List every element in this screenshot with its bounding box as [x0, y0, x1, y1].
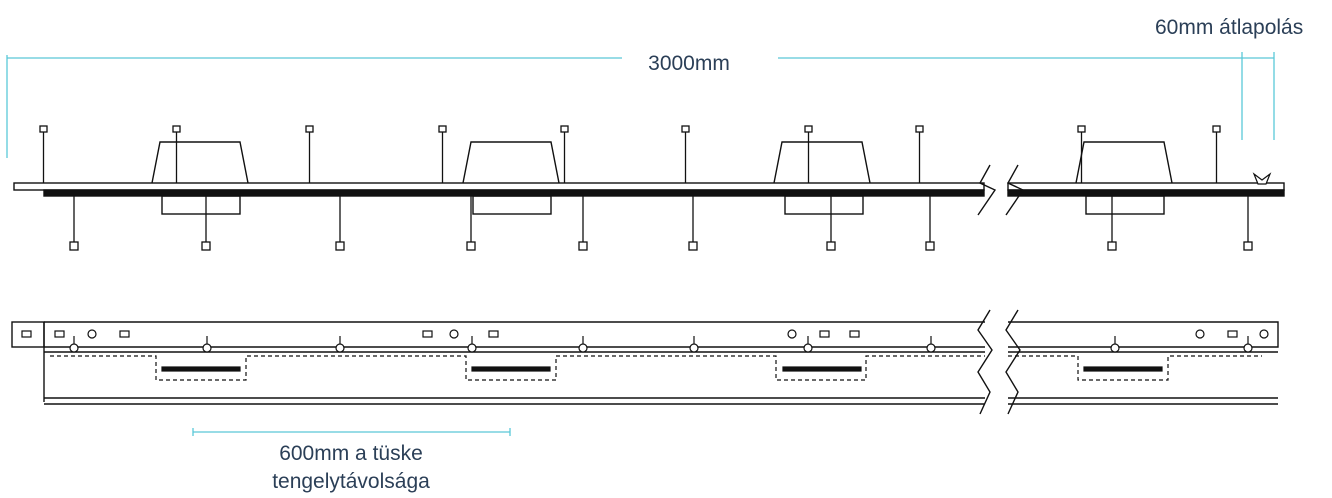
- overall-length-label-row: 3000mm: [0, 52, 1332, 76]
- pin-spacing-label: 600mm a tüske tengelytávolsága: [193, 440, 509, 496]
- side-view-rail: [13, 164, 1285, 216]
- plan-view-slots: [161, 366, 1163, 372]
- side-view-blocks: [151, 141, 1173, 215]
- side-view-lower-bolts: [69, 196, 1253, 251]
- plan-view-dashed-outline: [50, 355, 1262, 381]
- dimension-lines: [6, 52, 1275, 436]
- plan-view-holes: [21, 329, 1269, 339]
- wing-nut-icon: [1252, 172, 1272, 185]
- overlap-label: 60mm átlapolás: [1155, 16, 1304, 39]
- pin-spacing-label-line2: tengelytávolsága: [272, 470, 430, 493]
- side-view-upper-bolts: [39, 125, 1221, 183]
- plan-view-plate: [11, 309, 1279, 415]
- plan-view-pins: [69, 336, 1253, 353]
- overall-length-label: 3000mm: [648, 52, 730, 75]
- pin-spacing-label-line1: 600mm a tüske: [279, 442, 423, 465]
